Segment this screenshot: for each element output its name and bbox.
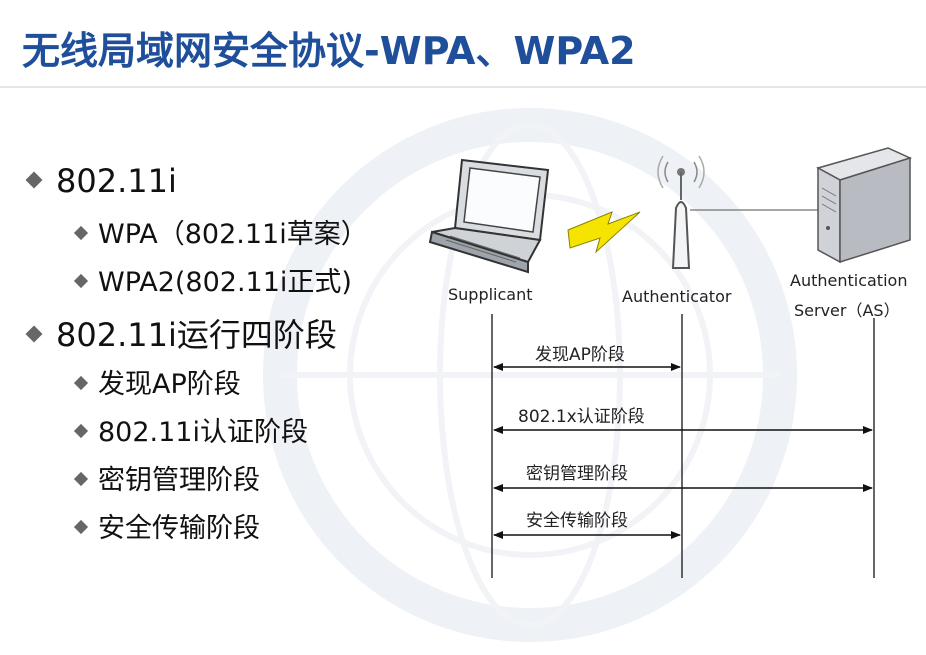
bullet-item: 安全传输阶段 bbox=[73, 506, 260, 545]
bullet-item: 802.11i bbox=[25, 162, 177, 200]
as-label-line2: Server（AS） bbox=[794, 301, 900, 320]
laptop-icon bbox=[428, 158, 550, 274]
antenna-icon bbox=[657, 155, 705, 269]
phase-label: 发现AP阶段 bbox=[535, 345, 625, 365]
bullet-item: 密钥管理阶段 bbox=[73, 458, 260, 497]
bullet-text: WPA2(802.11i正式) bbox=[98, 267, 352, 298]
bullet-item: WPA（802.11i草案） bbox=[73, 212, 368, 251]
title-divider bbox=[0, 86, 926, 88]
page-title: 无线局域网安全协议-WPA、WPA2 bbox=[22, 29, 636, 73]
supplicant-label: Supplicant bbox=[448, 285, 533, 304]
bullet-text: 发现AP阶段 bbox=[98, 369, 241, 400]
bullet-item: 802.11i运行四阶段 bbox=[25, 310, 337, 356]
phase-label: 密钥管理阶段 bbox=[526, 464, 628, 484]
phase-label: 802.1x认证阶段 bbox=[518, 407, 645, 427]
as-label-line1: Authentication bbox=[790, 271, 908, 290]
bullet-text: 密钥管理阶段 bbox=[98, 465, 260, 496]
bullet-item: 发现AP阶段 bbox=[73, 362, 241, 401]
lightning-icon bbox=[567, 211, 641, 254]
bullet-text: WPA（802.11i草案） bbox=[98, 219, 368, 250]
server-icon bbox=[816, 147, 913, 264]
bullet-text: 802.11i认证阶段 bbox=[98, 417, 308, 448]
bullet-text: 802.11i bbox=[56, 162, 177, 200]
bullet-text: 安全传输阶段 bbox=[98, 513, 260, 544]
bullet-text: 802.11i运行四阶段 bbox=[56, 316, 337, 354]
phase-label: 安全传输阶段 bbox=[526, 511, 628, 531]
bullet-item: 802.11i认证阶段 bbox=[73, 410, 308, 449]
bullet-item: WPA2(802.11i正式) bbox=[73, 260, 352, 299]
authenticator-label: Authenticator bbox=[622, 287, 732, 306]
